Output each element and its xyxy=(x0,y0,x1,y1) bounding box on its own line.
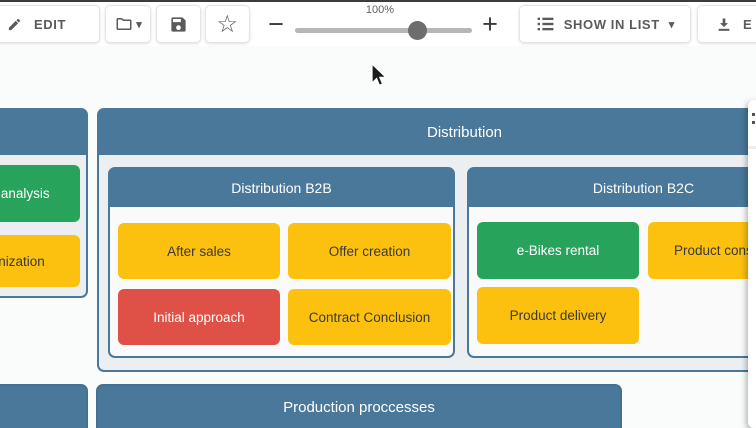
show-in-list-label: SHOW IN LIST xyxy=(563,16,660,32)
card-ent-analysis[interactable]: ent analysis xyxy=(0,165,80,222)
card-label: Offer creation xyxy=(328,243,411,259)
zoom-in-button[interactable]: + xyxy=(482,9,498,39)
toolbar: EDIT ▾ ☆ − 100% + xyxy=(0,2,756,46)
show-in-list-button[interactable]: SHOW IN LIST ▾ xyxy=(519,5,691,43)
card-label: Initial approach xyxy=(153,309,245,325)
favorite-button[interactable]: ☆ xyxy=(205,5,250,43)
card-product-delivery[interactable]: Product delivery xyxy=(477,287,639,344)
caret-down-icon: ▾ xyxy=(136,18,142,31)
left-capability-panel[interactable]: ent analysis ganization xyxy=(0,108,88,298)
card-label: e-Bikes rental xyxy=(516,243,600,258)
right-side-panel[interactable] xyxy=(748,100,756,428)
zoom-level-label: 100% xyxy=(365,4,395,16)
edit-button[interactable]: EDIT xyxy=(0,5,100,43)
production-panel-header[interactable]: Production proccesses xyxy=(96,384,622,428)
card-label: ent analysis xyxy=(0,186,50,201)
distribution-b2b-panel[interactable]: Distribution B2B After sales Offer creat… xyxy=(108,167,455,358)
card-product-consultation[interactable]: Product consu xyxy=(648,222,756,279)
distribution-panel-header[interactable]: Distribution xyxy=(99,110,756,155)
distribution-b2b-title: Distribution B2B xyxy=(231,180,332,196)
list-icon-fragment xyxy=(752,113,755,116)
distribution-title: Distribution xyxy=(426,124,503,141)
caret-down-icon: ▾ xyxy=(668,18,675,31)
card-after-sales[interactable]: After sales xyxy=(118,223,280,279)
pencil-icon xyxy=(7,17,22,32)
card-ebikes-rental[interactable]: e-Bikes rental xyxy=(477,222,639,279)
export-button-label: E xyxy=(743,16,753,32)
card-label: ganization xyxy=(0,253,45,269)
production-title: Production proccesses xyxy=(283,399,435,416)
card-offer-creation[interactable]: Offer creation xyxy=(288,223,451,279)
star-icon: ☆ xyxy=(216,10,239,38)
save-icon xyxy=(169,15,188,34)
card-label: Contract Conclusion xyxy=(308,309,431,325)
download-icon xyxy=(716,16,732,33)
window-top-border xyxy=(0,0,756,2)
distribution-b2c-panel[interactable]: Distribution B2C e-Bikes rental Product … xyxy=(467,167,756,358)
distribution-panel[interactable]: Distribution Distribution B2B After sale… xyxy=(97,108,756,372)
open-folder-button[interactable]: ▾ xyxy=(105,5,151,43)
card-label: Product delivery xyxy=(509,308,607,323)
zoom-slider[interactable] xyxy=(295,21,472,40)
export-button[interactable]: E xyxy=(697,5,756,43)
list-icon-fragment xyxy=(752,121,755,124)
left-panel-header[interactable] xyxy=(0,110,86,155)
bottom-left-panel-header[interactable] xyxy=(0,384,88,428)
card-initial-approach[interactable]: Initial approach xyxy=(118,289,280,345)
card-label: Product consu xyxy=(674,243,756,258)
zoom-slider-thumb[interactable] xyxy=(408,21,427,40)
card-contract-conclusion[interactable]: Contract Conclusion xyxy=(288,289,451,345)
zoom-control: − 100% + xyxy=(258,2,508,46)
edit-button-label: EDIT xyxy=(34,16,67,32)
mouse-cursor xyxy=(371,62,389,90)
zoom-out-button[interactable]: − xyxy=(268,9,284,39)
distribution-b2b-header[interactable]: Distribution B2B xyxy=(110,169,453,207)
distribution-b2c-title: Distribution B2C xyxy=(592,180,695,196)
folder-icon xyxy=(114,15,134,33)
panel-divider xyxy=(748,146,756,149)
card-ganization[interactable]: ganization xyxy=(0,235,80,287)
list-icon xyxy=(536,16,555,32)
save-button[interactable] xyxy=(156,5,201,43)
distribution-b2c-header[interactable]: Distribution B2C xyxy=(469,169,756,207)
card-label: After sales xyxy=(167,243,231,259)
